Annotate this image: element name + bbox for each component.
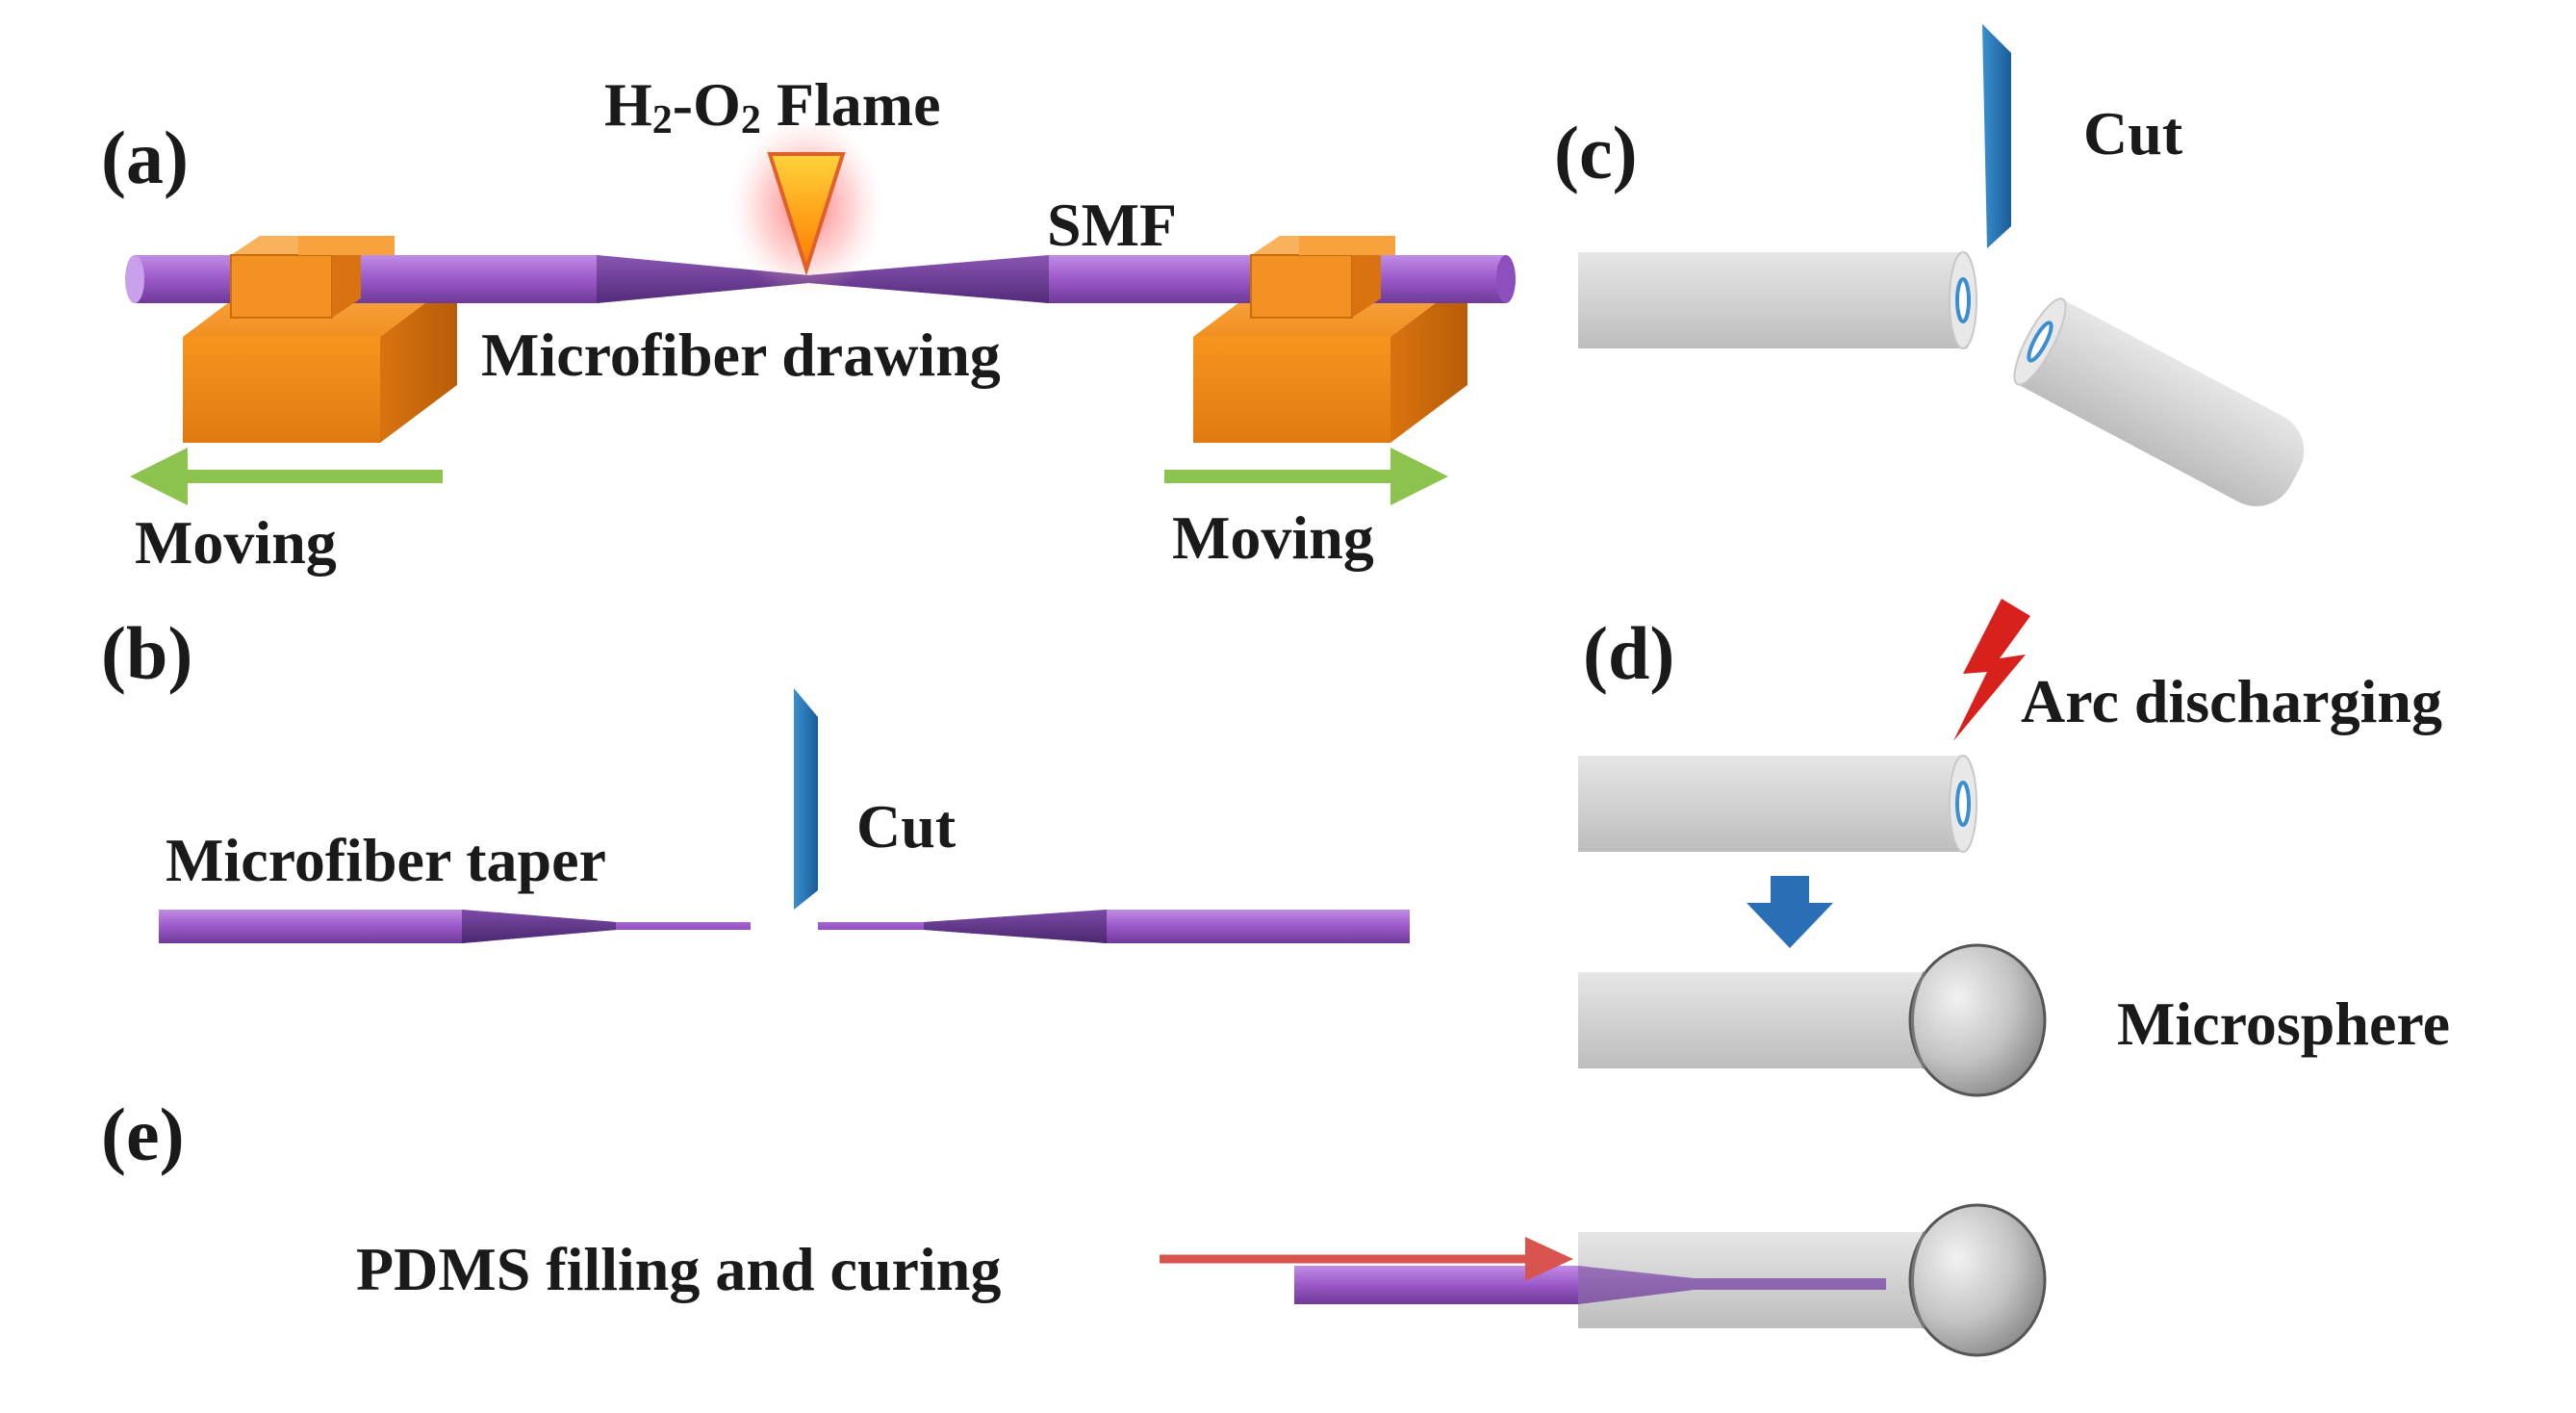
flame-label: H2-O2 Flame: [604, 70, 940, 142]
cut-label-c: Cut: [2083, 99, 2183, 167]
right-fiber-clamp: [1250, 236, 1395, 319]
inserted-microfiber-taper: [1294, 1266, 1886, 1304]
h2-o2-flame: [729, 116, 883, 298]
capillary-before-arc: [1578, 755, 1977, 853]
panel-d: (d) Arc discharging Microsphere: [1578, 599, 2450, 1097]
panel-e: (e) PDMS filling and curing: [101, 1092, 2047, 1357]
process-down-arrow: [1747, 876, 1833, 948]
moving-left-arrow: [130, 448, 443, 505]
arc-spark-icon: [1953, 599, 2030, 741]
left-fiber-clamp: [230, 236, 395, 319]
microsphere: [1908, 943, 2047, 1097]
pdms-filling-label: PDMS filling and curing: [356, 1235, 1001, 1303]
panel-c-label: (c): [1554, 111, 1638, 194]
microfiber-taper-right: [818, 910, 1410, 943]
microfiber-taper-left: [159, 910, 751, 943]
arc-discharging-label: Arc discharging: [2021, 667, 2442, 735]
moving-left-label: Moving: [135, 508, 337, 577]
panel-a: (a): [101, 70, 1516, 577]
microfiber-taper-label: Microfiber taper: [166, 826, 606, 894]
cutting-blade-b: [794, 688, 818, 910]
panel-d-label: (d): [1583, 611, 1674, 695]
smf-label: SMF: [1047, 191, 1177, 259]
panel-c: (c) Cut: [1554, 24, 2305, 506]
moving-right-label: Moving: [1172, 503, 1374, 572]
panel-a-label: (a): [101, 116, 189, 199]
capillary-with-microsphere: [1578, 943, 2047, 1097]
cut-label-b: Cut: [856, 792, 956, 861]
pdms-pointer-arrow: [1160, 1237, 1573, 1281]
panel-b-label: (b): [101, 611, 192, 695]
moving-right-arrow: [1164, 448, 1448, 505]
panel-e-label: (e): [101, 1092, 185, 1176]
microsphere-label: Microsphere: [2117, 989, 2450, 1058]
capillary-right-c: [2013, 297, 2305, 506]
panel-b: (b) Microfiber taper Cut: [101, 611, 1410, 943]
capillary-left-c: [1578, 251, 1977, 349]
cutting-blade-c: [1982, 24, 2011, 248]
microfiber-drawing-label: Microfiber drawing: [481, 321, 1001, 389]
